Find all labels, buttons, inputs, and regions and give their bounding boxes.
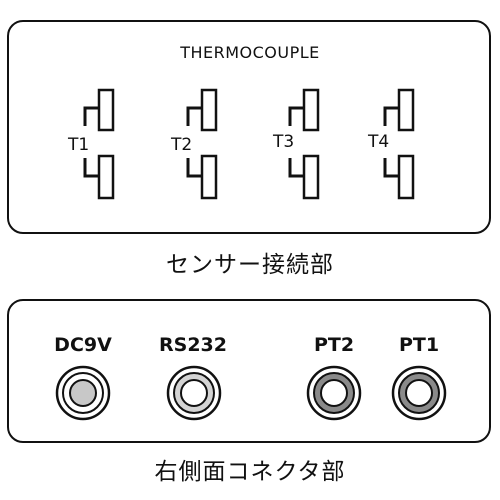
terminal-label: T3	[273, 132, 295, 152]
terminal-symbol-icon	[383, 88, 415, 200]
terminal-label: T4	[368, 132, 390, 152]
pt1-jack-icon	[391, 365, 447, 421]
terminal-symbol-icon	[288, 88, 320, 200]
thermocouple-terminal-t3: T3	[270, 88, 350, 208]
dc9v-jack-icon	[55, 365, 111, 421]
connector-label-dc9v: DC9V	[54, 334, 112, 356]
terminal-label: T1	[68, 135, 90, 155]
thermocouple-title: THERMOCOUPLE	[180, 43, 320, 62]
connector-label-pt1: PT1	[398, 334, 440, 356]
rs232-jack-icon	[166, 365, 222, 421]
terminal-symbol-icon	[83, 88, 115, 200]
pt2-jack-icon	[306, 365, 362, 421]
thermocouple-terminal-t1: T1	[65, 88, 145, 208]
thermocouple-terminal-t2: T2	[168, 88, 248, 208]
side-connector-caption: 右側面コネクタ部	[154, 459, 346, 485]
connector-label-pt2: PT2	[313, 334, 355, 356]
thermocouple-terminal-t4: T4	[365, 88, 445, 208]
terminal-label: T2	[171, 135, 193, 155]
connector-label-rs232: RS232	[159, 334, 227, 356]
sensor-connection-caption: センサー接続部	[166, 252, 334, 278]
terminal-symbol-icon	[186, 88, 218, 200]
